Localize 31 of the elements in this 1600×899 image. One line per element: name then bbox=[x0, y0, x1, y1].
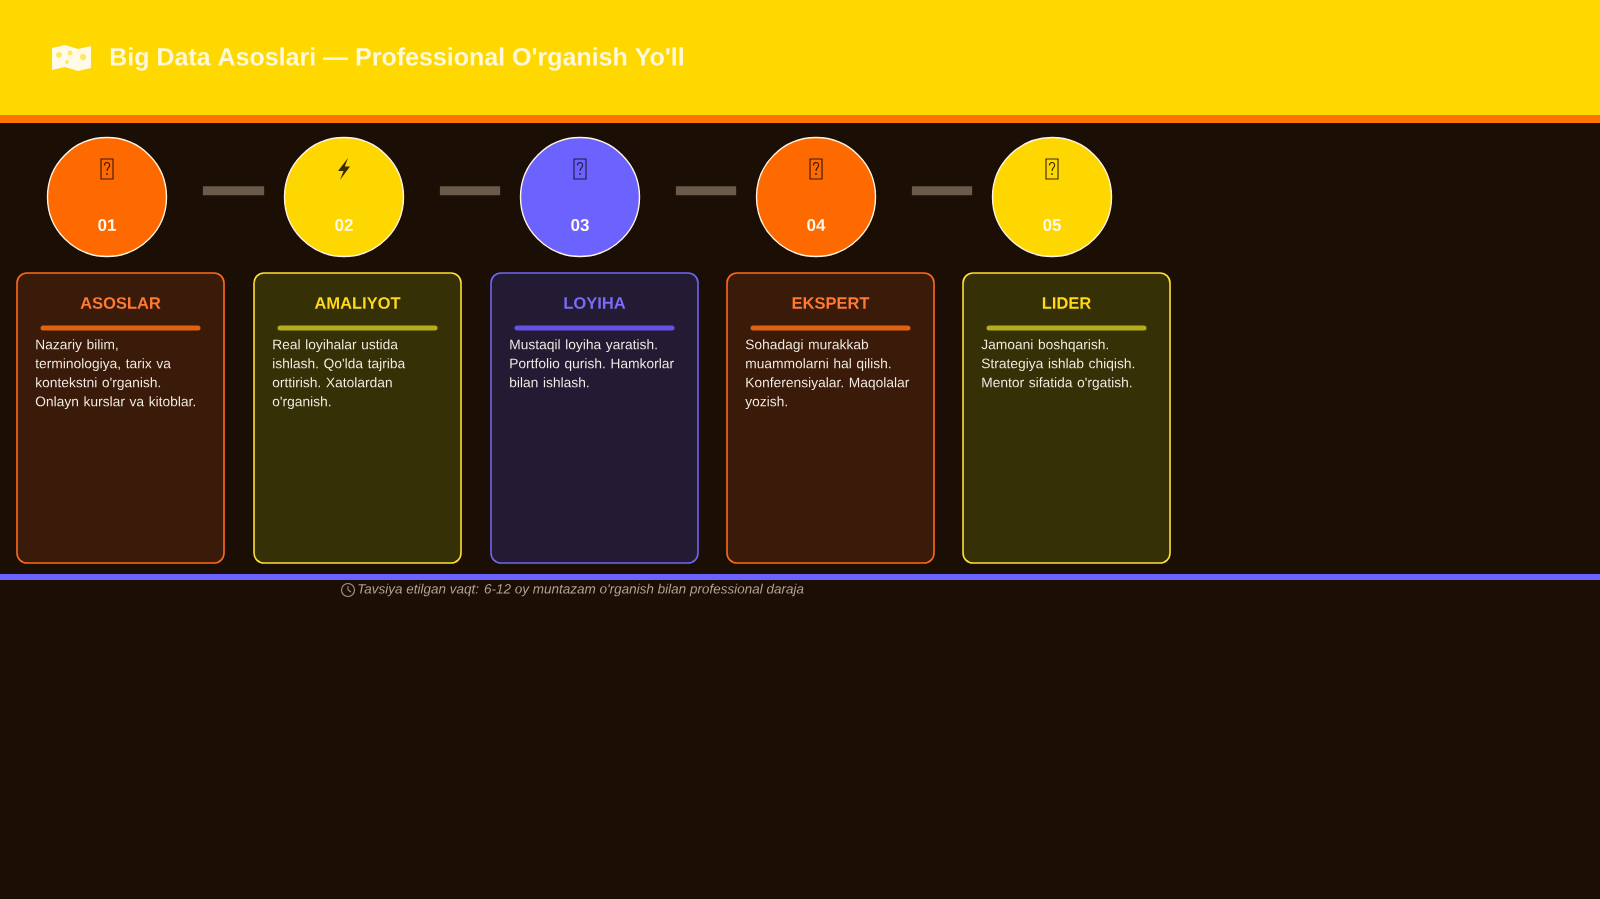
step-number: 02 bbox=[335, 219, 353, 232]
card-title: LOYIHA bbox=[564, 297, 626, 309]
card-title: LIDER bbox=[1042, 297, 1091, 309]
step-circle bbox=[755, 136, 877, 258]
step-circle bbox=[46, 136, 168, 258]
connector-bar bbox=[675, 186, 737, 196]
step-card bbox=[253, 272, 462, 564]
step-card bbox=[16, 272, 225, 564]
card-text: Mustaqil loyiha yaratish. Portfolio qurish. Hamkorlar bilan ishlash. bbox=[510, 339, 674, 388]
card-text: Jamoani boshqarish. Strategiya ishlab chiqish. Mentor sifatida o'rgatish. bbox=[981, 339, 1135, 391]
card-text: Real loyihalar ustida ishlash. Qo'lda tajriba orttirish. Xatolardan o'rganish. bbox=[272, 339, 406, 410]
step-card bbox=[490, 272, 699, 564]
card-text: Sohadagi murakkab muammolarni hal qilish. Konferensiyalar. Maqolalar yozish. bbox=[745, 339, 910, 410]
step-card bbox=[726, 272, 935, 564]
connector-bar bbox=[439, 186, 501, 196]
step-number: 01 bbox=[98, 219, 116, 232]
card-title: AMALIYOT bbox=[314, 297, 401, 309]
step-card bbox=[962, 272, 1171, 564]
step-circle bbox=[283, 136, 405, 258]
caption: Tavsiya etilgan vaqt: 6-12 oy muntazam o'rganish bilan professional daraja bbox=[358, 583, 804, 597]
step-circle bbox=[519, 136, 641, 258]
step-circle bbox=[991, 136, 1113, 258]
title: Big Data Asoslari — Professional O'rganish Yo'll bbox=[110, 47, 683, 71]
step-number: 04 bbox=[807, 219, 826, 232]
card-title: ASOSLAR bbox=[80, 297, 161, 309]
step-number: 05 bbox=[1043, 219, 1061, 232]
card-title: EKSPERT bbox=[792, 297, 870, 309]
connector-bar bbox=[202, 186, 265, 196]
card-text: Nazariy bilim, terminologiya, tarix va kontekstni o'rganish. Onlayn kurslar va kitoblar. bbox=[35, 339, 195, 410]
connector-bar bbox=[911, 186, 973, 196]
step-number: 03 bbox=[571, 218, 589, 232]
